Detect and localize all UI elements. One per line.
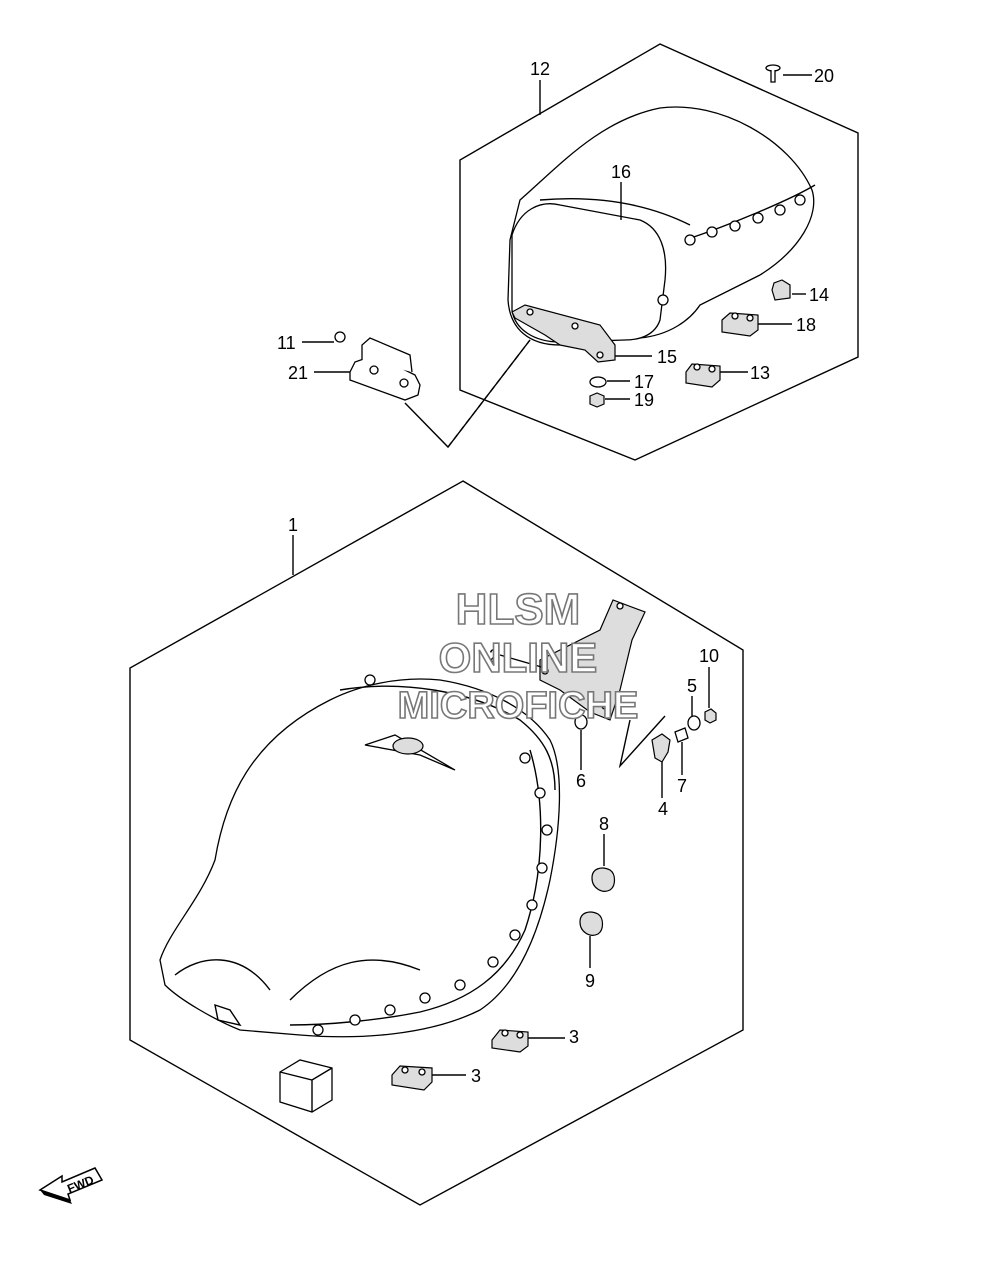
fwd-arrow-icon [38,1167,104,1202]
callout-14: 14 [809,285,829,305]
front-seat[interactable] [159,674,561,1038]
callout-4: 4 [658,799,668,819]
rear-cushion-13[interactable] [685,363,721,388]
callout-labels: 12 20 16 14 18 15 13 17 19 11 21 1 2 10 … [277,59,834,1086]
rear-cushion-bumper[interactable] [771,279,791,301]
callout-5: 5 [687,676,697,696]
callout-2: 2 [489,646,499,666]
watermark-line1: HLSM [456,585,581,634]
leader-lines [292,74,812,1076]
callout-15: 15 [657,347,677,367]
front-seat-bracket[interactable] [539,599,646,721]
rear-cushion-18[interactable] [721,312,759,337]
nut-10[interactable] [704,708,717,724]
cushion-9[interactable] [579,911,604,936]
callout-3b: 3 [471,1066,481,1086]
rear-seat-group-outline [459,43,859,461]
callout-21: 21 [288,363,308,383]
callout-17: 17 [634,372,654,392]
front-seat-studs [312,674,553,1036]
bracket-link-line [618,715,666,769]
callout-16: 16 [611,162,631,182]
callout-11: 11 [277,333,296,353]
rear-seat-studs [657,194,806,306]
callout-8: 8 [599,814,609,834]
rear-seat-group [459,43,859,461]
watermark-line2: ONLINE [439,634,598,681]
fwd-arrow-shadow [40,1190,72,1204]
callout-18: 18 [796,315,816,335]
bolt-20[interactable] [765,64,781,83]
collar-7[interactable] [674,727,689,743]
nut-19[interactable] [589,392,605,408]
cushion-8[interactable] [591,867,616,892]
callout-6: 6 [576,771,586,791]
accessory-box [279,1059,333,1113]
rear-seat-bracket[interactable] [511,304,616,363]
seat-hook-4[interactable] [651,733,671,763]
callout-7: 7 [677,776,687,796]
callout-9: 9 [585,971,595,991]
callout-12: 12 [530,59,550,79]
seat-emblem [364,734,456,771]
watermark: HLSM ONLINE MICROFICHE [397,584,639,728]
watermark-line3: MICROFICHE [398,685,639,727]
callout-10: 10 [699,646,719,666]
front-seat-group-outline [129,480,744,1206]
callout-20: 20 [814,66,834,86]
callout-1: 1 [288,515,298,535]
washer-6[interactable] [574,714,588,730]
cushion-3-upper[interactable] [491,1029,529,1053]
seat-handle-bracket[interactable] [349,337,421,401]
fwd-arrow: FWD [38,1167,104,1204]
callout-19: 19 [634,390,654,410]
callout-13: 13 [750,363,770,383]
washer-5[interactable] [687,715,701,731]
cushion-3-lower[interactable] [391,1065,433,1091]
fwd-label: FWD [65,1173,96,1196]
handle-dashed-line [447,339,531,448]
front-seat-group [129,480,744,1206]
rear-seat-cushion[interactable] [507,106,816,346]
callout-3a: 3 [569,1027,579,1047]
bolt-11[interactable] [334,331,346,343]
washer-17[interactable] [589,376,607,388]
